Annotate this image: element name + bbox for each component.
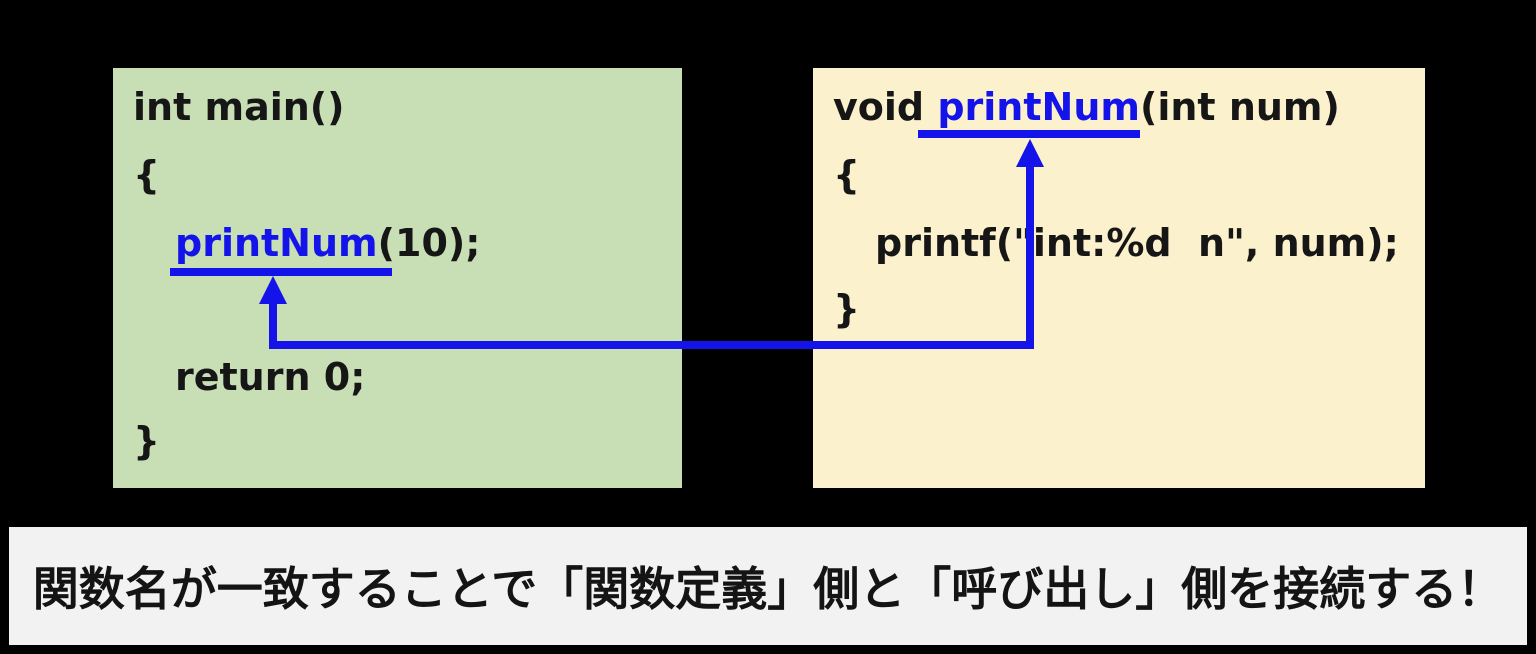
callee-code-panel: void printNum(int num) { printf("int:%d … [813, 68, 1425, 488]
caller-call-function-name: printNum [175, 221, 378, 265]
caption-text: 関数名が一致することで「関数定義」側と「呼び出し」側を接続する！ [32, 562, 1504, 616]
caller-line-main: int main() [133, 85, 345, 129]
caller-call-arguments: (10); [377, 221, 481, 265]
caller-line-call: printNum(10); [175, 220, 480, 266]
callee-return-type: void [833, 85, 938, 129]
callee-line-signature: void printNum(int num) [833, 84, 1340, 130]
caller-code-panel: int main() { printNum(10); return 0; } [113, 68, 682, 488]
callee-function-name: printNum [937, 85, 1140, 129]
callee-line-close-brace: } [833, 287, 861, 331]
caption-banner: 関数名が一致することで「関数定義」側と「呼び出し」側を接続する！ [9, 527, 1527, 645]
caller-line-close-brace: } [133, 419, 161, 463]
callee-line-printf: printf("int:%d n", num); [875, 221, 1399, 265]
callee-parameters: (int num) [1139, 85, 1340, 129]
caller-line-return: return 0; [175, 355, 366, 399]
caller-line-open-brace: { [133, 153, 161, 197]
callee-line-open-brace: { [833, 153, 861, 197]
